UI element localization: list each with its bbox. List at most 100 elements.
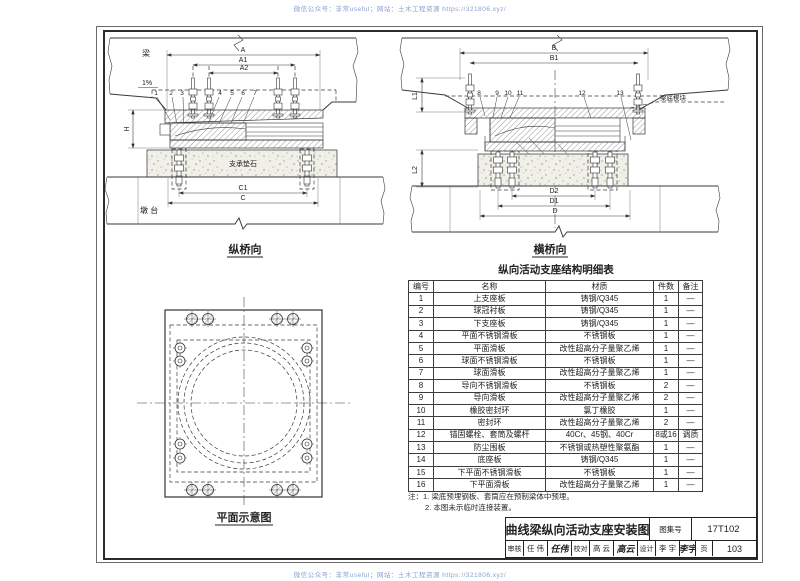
- base-plate-outline: [164, 309, 323, 498]
- column-header: 编号: [408, 279, 434, 294]
- pad-stone-label: 支承垫石: [229, 159, 257, 168]
- beam-outline: [399, 34, 731, 113]
- dimension-lines-top: A A1 A2: [166, 47, 321, 110]
- bearing-assembly: [159, 109, 324, 149]
- transverse-section-drawing: B B1 L1 8 9 10 11 12 13 梁底楔块: [399, 34, 731, 258]
- svg-text:12: 12: [578, 90, 586, 97]
- design-signature: 李宇: [680, 541, 696, 556]
- dim-label-a: A: [241, 47, 246, 54]
- longitudinal-section-drawing: 梁 A A1 A2 1% 1 2 3 4 5 6 7: [104, 34, 386, 258]
- check-name: 高 云: [590, 541, 614, 556]
- embedded-plate-dashed: [169, 324, 318, 483]
- watermark-bottom: 微信公众号：非常useful；网站：土木工程资源 https://321806.…: [293, 572, 507, 579]
- svg-text:3: 3: [180, 90, 184, 97]
- plan-view-drawing: 平面示意图: [137, 297, 351, 526]
- watermark-top: 微信公众号：非常useful；网站：土木工程资源 https://321806.…: [293, 6, 507, 13]
- sheet-border-outer: [96, 26, 763, 563]
- review-name: 任 伟: [524, 541, 548, 556]
- note-line-2: 2. 本图未示临时连接装置。: [425, 502, 516, 512]
- svg-text:10: 10: [504, 90, 512, 97]
- check-signature: 高云: [614, 541, 638, 556]
- drawing-title: 曲线梁纵向活动支座安装图: [506, 518, 650, 540]
- page-number: 103: [726, 543, 743, 554]
- anchor-bolts-bottom: [490, 150, 618, 191]
- wedge-label-group: 梁底楔块: [629, 93, 724, 109]
- svg-text:7: 7: [253, 90, 257, 97]
- dim-label-a1: A1: [239, 57, 248, 64]
- svg-text:1: 1: [154, 90, 158, 97]
- pier-label: 墩 台: [140, 205, 158, 215]
- plan-anchor-bolts: [172, 310, 315, 499]
- dim-label-b: B: [552, 45, 557, 52]
- transverse-caption: 横桥向: [534, 242, 567, 256]
- dim-label-a2: A2: [240, 65, 249, 72]
- review-label: 审核: [506, 541, 524, 556]
- pier-outline: [104, 176, 386, 231]
- bearing-assembly: [464, 107, 646, 152]
- dim-label-l1: L1: [412, 92, 419, 100]
- parts-table-title: 纵向活动支座结构明细表: [498, 264, 614, 276]
- svg-text:8: 8: [477, 90, 481, 97]
- svg-text:9: 9: [495, 90, 499, 97]
- atlas-number-label: 图集号: [650, 518, 692, 540]
- atlas-number-value: 17T102: [707, 523, 740, 535]
- column-header: 备注: [678, 279, 703, 294]
- svg-text:11: 11: [517, 90, 524, 97]
- longitudinal-caption: 纵桥向: [229, 242, 262, 256]
- note-line-1: 注：1. 梁底预埋钢板、套筒应在预制梁体中预埋。: [408, 492, 574, 501]
- dim-label-b1: B1: [550, 55, 559, 62]
- svg-text:5: 5: [230, 90, 234, 97]
- support-pad-stone: [477, 153, 629, 187]
- dim-label-d1: D1: [550, 198, 559, 205]
- bearing-circles: [177, 336, 311, 470]
- design-label: 设计: [638, 541, 656, 556]
- dim-label-h: H: [124, 126, 131, 131]
- dim-label-c: C: [240, 195, 245, 202]
- column-header: 名称: [433, 279, 546, 294]
- svg-text:4: 4: [218, 90, 222, 97]
- wedge-label: 梁底楔块: [660, 93, 687, 102]
- sheet-border-inner: [103, 30, 758, 560]
- dimension-lines-bottom: D2 D1 D: [479, 188, 631, 220]
- column-header: 材质: [545, 279, 654, 294]
- review-signature: 任伟: [548, 541, 572, 556]
- svg-text:13: 13: [616, 90, 624, 97]
- page-label: 页: [696, 541, 713, 556]
- column-header: 件数: [653, 279, 679, 294]
- dim-h: H: [124, 109, 170, 149]
- notes-prefix: 注：: [408, 492, 423, 501]
- dim-l1: L1: [412, 77, 470, 113]
- slope-label: 1%: [142, 80, 152, 87]
- beam-outline: [107, 34, 359, 111]
- pier-outline: [409, 185, 721, 239]
- svg-text:6: 6: [241, 90, 245, 97]
- drawing-notes: 注：1. 梁底预埋钢板、套筒应在预制梁体中预埋。 2. 本图未示临时连接装置。: [408, 492, 718, 514]
- dim-label-l2: L2: [412, 166, 419, 174]
- dimension-lines-bottom: C1 C: [167, 178, 319, 207]
- title-block: 曲线梁纵向活动支座安装图 图集号 17T102 审核 任 伟 任伟 校对 高 云…: [505, 517, 757, 558]
- dim-label-d2: D2: [550, 188, 559, 195]
- svg-text:2: 2: [169, 90, 173, 97]
- plan-caption: 平面示意图: [217, 510, 272, 524]
- dim-label-c1: C1: [239, 185, 248, 192]
- dimension-lines-top: B B1: [459, 45, 649, 80]
